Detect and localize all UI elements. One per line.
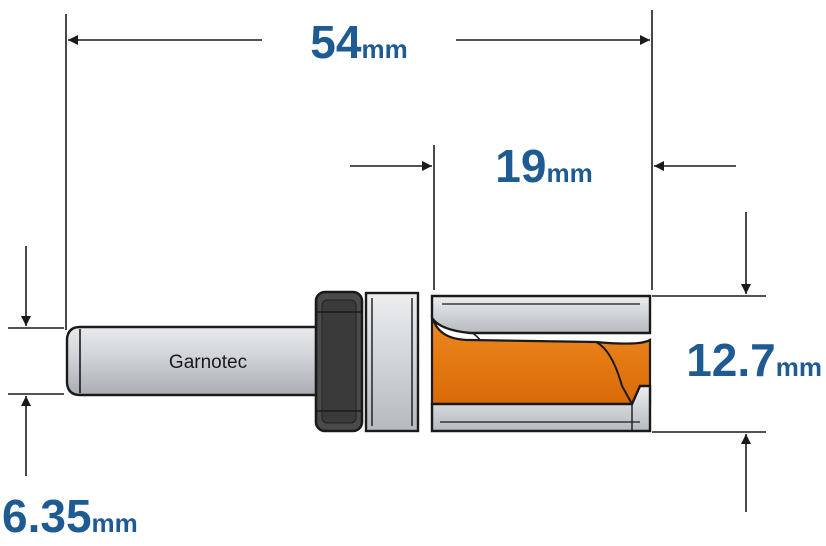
cutter-body xyxy=(430,294,652,433)
bearing xyxy=(314,290,364,433)
cutting-diameter-value: 12.7 xyxy=(686,334,776,386)
cutting-diameter-unit: mm xyxy=(776,352,822,382)
shank-diameter-label: 6.35mm xyxy=(2,490,138,542)
cutting-length-label: 19mm xyxy=(495,140,592,192)
shank-diameter-value: 6.35 xyxy=(2,490,92,542)
overall-length-label: 54mm xyxy=(310,16,407,68)
overall-length-unit: mm xyxy=(361,34,407,64)
overall-length-value: 54 xyxy=(310,16,362,68)
collar xyxy=(364,291,420,433)
shank: Garnotec xyxy=(65,325,320,397)
dimension-arrows xyxy=(21,35,751,512)
brand-label: Garnotec xyxy=(169,352,247,373)
cutting-diameter-label: 12.7mm xyxy=(686,334,822,386)
extension-lines xyxy=(8,10,766,433)
cutting-length-unit: mm xyxy=(546,158,592,188)
cutting-length-value: 19 xyxy=(495,140,546,192)
carbide-edge-top xyxy=(430,294,652,335)
shank-diameter-unit: mm xyxy=(92,508,138,538)
